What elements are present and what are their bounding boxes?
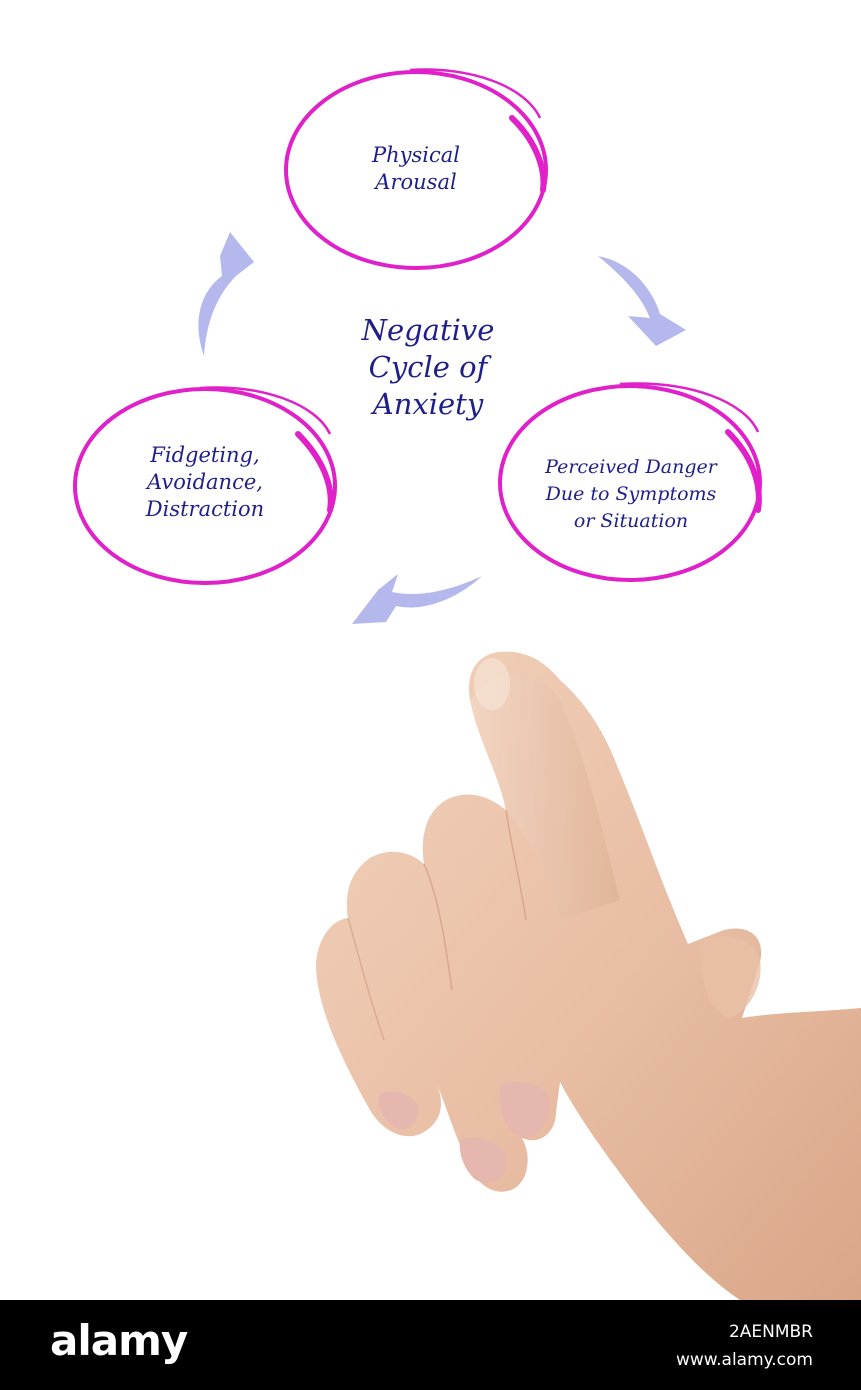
node-line: Perceived Danger [545, 456, 717, 478]
ring-physical-arousal [284, 68, 548, 270]
arrow-to-physical-arousal [198, 232, 254, 356]
node-line: Distraction [145, 497, 265, 521]
watermark-footer: alamy 2AENMBR www.alamy.com [0, 1300, 861, 1390]
node-label-physical-arousal: Physical Arousal [316, 142, 516, 196]
site-url: www.alamy.com [675, 1350, 813, 1370]
node-line: Due to Symptoms [545, 483, 717, 505]
arrow-to-fidgeting [352, 574, 482, 624]
image-id: 2AENMBR [728, 1322, 813, 1342]
node-line: or Situation [573, 510, 689, 532]
title-line: Negative [361, 313, 495, 347]
brand-logo: alamy [50, 1316, 188, 1365]
pointing-hand-photo [316, 651, 861, 1300]
node-line: Physical [371, 143, 460, 167]
title-line: Anxiety [372, 387, 484, 421]
diagram-canvas: Negative Cycle of Anxiety Physical Arous… [73, 68, 861, 1300]
title-line: Cycle of [368, 350, 488, 384]
node-line: Arousal [375, 170, 457, 194]
diagram-title: Negative Cycle of Anxiety [316, 312, 540, 423]
diagram-graphics [73, 68, 861, 1300]
node-label-fidgeting: Fidgeting, Avoidance, Distraction [100, 442, 310, 523]
ring-perceived-danger [498, 382, 762, 582]
arrow-to-perceived-danger [598, 256, 686, 346]
node-label-perceived-danger: Perceived Danger Due to Symptoms or Situ… [505, 454, 757, 535]
ring-fidgeting [73, 386, 337, 585]
node-line: Fidgeting, [150, 443, 260, 467]
node-line: Avoidance, [147, 470, 263, 494]
